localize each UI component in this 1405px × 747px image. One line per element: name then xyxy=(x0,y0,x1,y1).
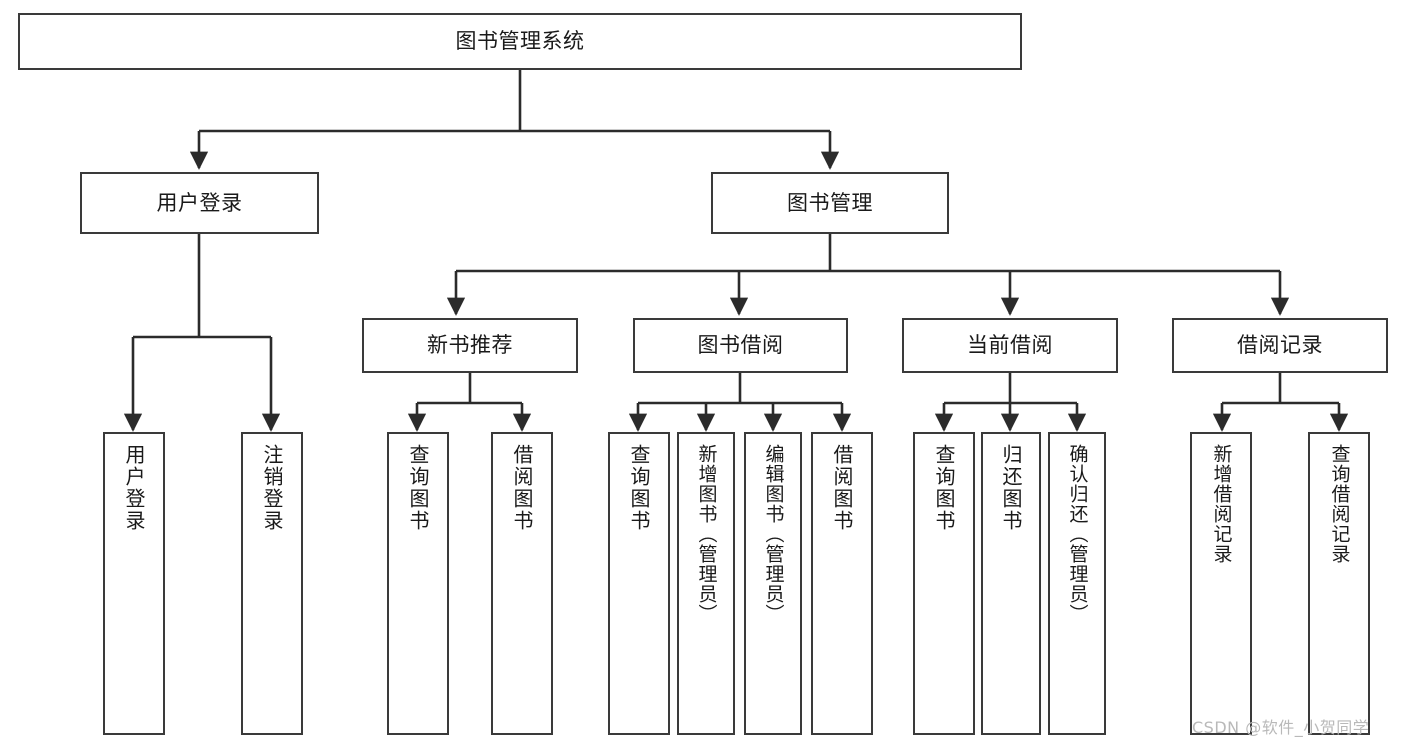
leaf-borrow-book-recommend[interactable]: 借阅图书 xyxy=(491,432,553,735)
node-label: 借阅记录 xyxy=(1237,333,1323,358)
node-label: 借阅图书 xyxy=(830,444,854,532)
node-label: 图书借阅 xyxy=(697,333,784,358)
node-label: 确认归还（管理员） xyxy=(1066,444,1089,624)
node-label: 新增借阅记录 xyxy=(1210,444,1233,564)
node-label: 查询图书 xyxy=(932,444,956,532)
node-borrow-record[interactable]: 借阅记录 xyxy=(1172,318,1388,373)
node-label: 图书管理系统 xyxy=(455,29,585,54)
leaf-borrow-book-borrow[interactable]: 借阅图书 xyxy=(811,432,873,735)
leaf-add-book-admin[interactable]: 新增图书（管理员） xyxy=(677,432,735,735)
node-label: 当前借阅 xyxy=(967,333,1053,358)
leaf-logout-login[interactable]: 注销登录 xyxy=(241,432,303,735)
node-user-login[interactable]: 用户登录 xyxy=(80,172,319,234)
node-root-book-management-system[interactable]: 图书管理系统 xyxy=(18,13,1022,70)
leaf-edit-book-admin[interactable]: 编辑图书（管理员） xyxy=(744,432,802,735)
leaf-query-book-recommend[interactable]: 查询图书 xyxy=(387,432,449,735)
leaf-query-book-borrow[interactable]: 查询图书 xyxy=(608,432,670,735)
node-label: 新增图书（管理员） xyxy=(695,444,718,624)
node-current-borrow[interactable]: 当前借阅 xyxy=(902,318,1118,373)
leaf-confirm-return-admin[interactable]: 确认归还（管理员） xyxy=(1048,432,1106,735)
node-label: 查询图书 xyxy=(627,444,651,532)
leaf-user-login[interactable]: 用户登录 xyxy=(103,432,165,735)
node-label: 用户登录 xyxy=(122,444,146,532)
node-book-manage[interactable]: 图书管理 xyxy=(711,172,949,234)
leaf-query-book-current[interactable]: 查询图书 xyxy=(913,432,975,735)
node-label: 图书管理 xyxy=(787,190,873,215)
node-book-borrow[interactable]: 图书借阅 xyxy=(633,318,848,373)
node-label: 查询图书 xyxy=(406,444,430,532)
leaf-add-borrow-record[interactable]: 新增借阅记录 xyxy=(1190,432,1252,735)
node-label: 借阅图书 xyxy=(510,444,534,532)
node-label: 用户登录 xyxy=(156,190,243,215)
node-label: 新书推荐 xyxy=(427,333,513,358)
leaf-query-borrow-record[interactable]: 查询借阅记录 xyxy=(1308,432,1370,735)
leaf-return-book[interactable]: 归还图书 xyxy=(981,432,1041,735)
csdn-watermark: CSDN @软件_小贺同学 xyxy=(1192,718,1370,737)
node-label: 查询借阅记录 xyxy=(1328,444,1351,564)
node-label: 归还图书 xyxy=(999,444,1023,532)
node-label: 注销登录 xyxy=(260,444,284,532)
node-new-book-recommend[interactable]: 新书推荐 xyxy=(362,318,578,373)
node-label: 编辑图书（管理员） xyxy=(762,444,785,624)
